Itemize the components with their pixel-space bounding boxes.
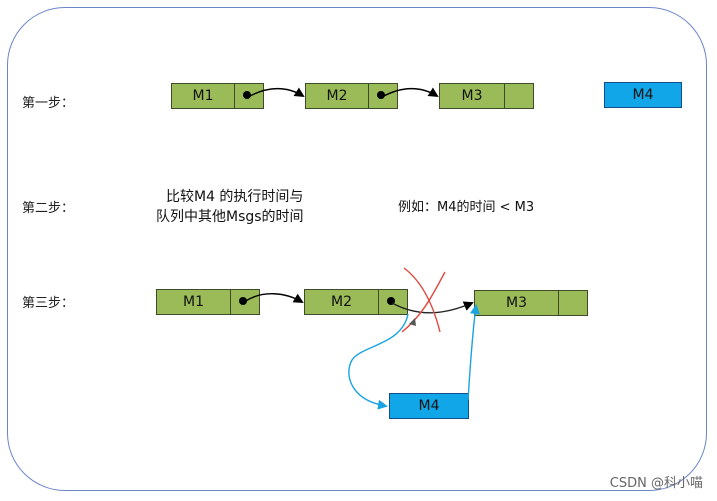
node-value: M1 [157,290,231,314]
step3-new-node-m4: M4 [389,393,469,419]
step2-label: 第二步： [22,201,75,216]
step3-link-m1-m2 [243,293,304,304]
step1-new-node-m4: M4 [604,82,682,108]
node-value: M1 [172,84,235,108]
step3-node-m3: M3 [474,290,588,316]
step3-new-link-m4-m3 [467,304,480,401]
node-value: M2 [305,290,379,314]
cross-mark-line-1 [403,267,441,333]
step2-compare-line2: 队列中其他Msgs的时间 [156,209,304,225]
node-value: M3 [440,84,505,108]
node-next-pointer [369,84,397,108]
pointer-dot [387,297,395,305]
step1-node-m3: M3 [439,83,534,109]
step3-new-link-m2-m4 [348,313,409,410]
cross-mark-line-2 [401,271,446,333]
pointer-dot [377,91,385,99]
node-next-pointer [235,84,263,108]
step1-link-m1-m2 [247,87,305,98]
node-value: M2 [306,84,369,108]
step1-link-m2-m3 [381,87,439,98]
node-value: M4 [632,87,654,103]
pointer-dot [243,91,251,99]
diagram-frame [7,7,707,491]
old-arrowhead-icon [409,318,416,326]
node-next-pointer [231,290,259,314]
node-value: M3 [475,291,559,315]
step3-label: 第三步： [22,296,75,311]
step2-compare-line1: 比较M4 的执行时间与 [166,189,304,205]
pointer-dot [239,297,247,305]
watermark: CSDN @科小喵 [609,476,703,491]
step1-label: 第一步： [22,96,75,111]
node-value: M4 [418,398,440,414]
step2-example: 例如：M4的时间 < M3 [398,200,535,215]
step3-old-link-m2-m3 [391,301,474,314]
step3-node-m2: M2 [304,289,408,315]
step3-node-m1: M1 [156,289,260,315]
node-next-pointer [379,290,407,314]
